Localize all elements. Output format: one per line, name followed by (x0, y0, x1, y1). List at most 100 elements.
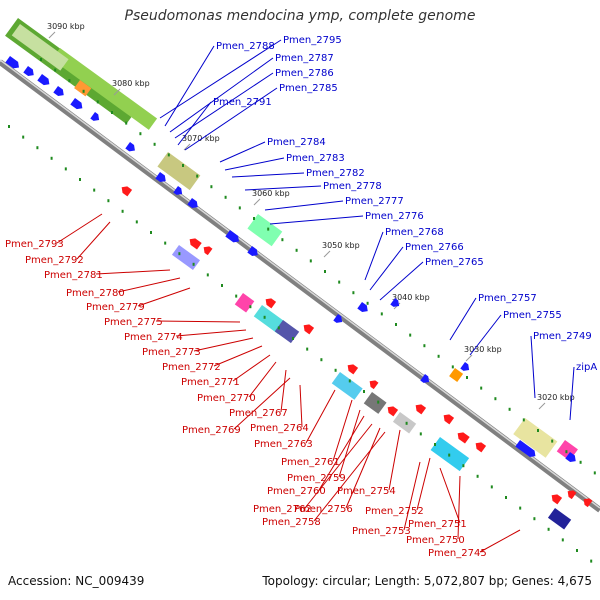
gc-mark (125, 121, 128, 125)
gc-mark (277, 326, 280, 330)
gc-mark (36, 146, 39, 150)
label-leader (530, 335, 536, 399)
gene-arrow (387, 406, 399, 417)
label-leader (369, 246, 404, 291)
genome-summary: Topology: circular; Length: 5,072,807 bp… (262, 574, 592, 588)
gene-label-reverse: Pmen_2764 (250, 423, 309, 434)
gc-mark (579, 460, 582, 464)
tick-mark (253, 198, 261, 206)
gene-arrow (443, 414, 455, 425)
gc-mark (377, 400, 380, 404)
gc-mark (476, 474, 479, 478)
gc-mark (281, 238, 284, 242)
gc-mark (324, 270, 326, 273)
gc-mark (68, 79, 71, 83)
gc-mark (519, 506, 522, 510)
gene-arrow (475, 442, 487, 453)
gc-mark (8, 125, 10, 128)
gc-mark (590, 559, 593, 563)
gene-arrow (347, 364, 359, 375)
label-leader (76, 221, 111, 260)
gc-mark (253, 217, 255, 220)
gc-mark (54, 68, 57, 72)
tick-mark (538, 402, 546, 410)
label-leader (264, 200, 344, 211)
gene-label-reverse: Pmen_2780 (66, 288, 125, 299)
label-leader (449, 297, 477, 341)
label-leader (244, 185, 322, 191)
label-leader (338, 409, 361, 478)
label-leader (318, 415, 365, 491)
gene-arrow (203, 246, 213, 256)
gene-arrow (567, 490, 577, 500)
gene-label-forward: Pmen_2757 (478, 293, 537, 304)
label-leader (469, 314, 502, 356)
gene-label-forward: Pmen_2766 (405, 242, 464, 253)
gc-mark (196, 174, 199, 178)
gc-mark (352, 291, 355, 295)
gene-label-reverse: Pmen_2771 (181, 377, 240, 388)
gc-mark (295, 248, 298, 252)
gene-arrow (70, 98, 83, 110)
gene-labels: Pmen_2795Pmen_2788Pmen_2787Pmen_2786Pmen… (5, 35, 597, 559)
gc-mark (348, 379, 351, 383)
gc-mark (434, 443, 436, 446)
gc-mark (561, 538, 564, 542)
label-leader (232, 354, 271, 382)
gc-mark (93, 188, 96, 192)
label-leader (184, 87, 278, 151)
gene-label-reverse: Pmen_2770 (197, 393, 256, 404)
gene-arrow (23, 66, 34, 76)
tick-mark (465, 354, 473, 362)
label-leader (299, 384, 303, 428)
gene-label-reverse: Pmen_2781 (44, 270, 103, 281)
label-leader (332, 399, 353, 462)
gene-label-reverse: Pmen_2773 (142, 347, 201, 358)
gc-mark (494, 397, 497, 401)
gc-mark (292, 337, 294, 340)
label-leader (569, 366, 575, 421)
gc-mark (448, 453, 451, 457)
gene-arrow (357, 302, 368, 312)
gene-track (5, 56, 593, 508)
label-leader (248, 361, 277, 398)
gene-label-reverse: Pmen_2774 (124, 332, 183, 343)
gene-arrow (189, 238, 202, 250)
label-leader (224, 157, 285, 171)
gene-label-reverse: Pmen_2745 (428, 548, 487, 559)
gc-mark (40, 58, 42, 61)
gene-arrow (90, 112, 100, 121)
gc-mark (249, 305, 252, 309)
gene-label-reverse: Pmen_2760 (267, 486, 326, 497)
gene-label-forward: Pmen_2786 (275, 68, 334, 79)
label-leader (479, 529, 521, 553)
gene-arrow (247, 246, 258, 256)
gc-mark (437, 354, 440, 358)
gc-mark (593, 471, 596, 475)
gene-label-forward: zipA (576, 362, 597, 373)
label-leader (364, 231, 384, 281)
gc-mark (224, 195, 227, 199)
gene-label-forward: Pmen_2784 (267, 137, 326, 148)
gc-mark (107, 199, 110, 203)
tick-label: 3030 kbp (464, 345, 502, 354)
tick-label: 3020 kbp (537, 393, 575, 402)
label-leader (269, 215, 364, 225)
gene-label-reverse: Pmen_2754 (337, 486, 396, 497)
label-leader (117, 277, 181, 293)
label-leader (137, 287, 191, 307)
gene-arrow (155, 172, 166, 182)
gene-label-forward: Pmen_2777 (345, 196, 404, 207)
label-leader (155, 320, 241, 323)
gc-mark (338, 280, 341, 284)
label-leader (175, 329, 247, 337)
tick-mark (113, 88, 121, 96)
gene-arrow (333, 314, 343, 323)
gene-label-reverse: Pmen_2769 (182, 425, 241, 436)
gene-label-reverse: Pmen_2775 (104, 317, 163, 328)
gene-arrow (187, 198, 198, 208)
label-leader (416, 457, 431, 511)
label-leader (159, 39, 282, 119)
gene-arrow (121, 186, 133, 197)
